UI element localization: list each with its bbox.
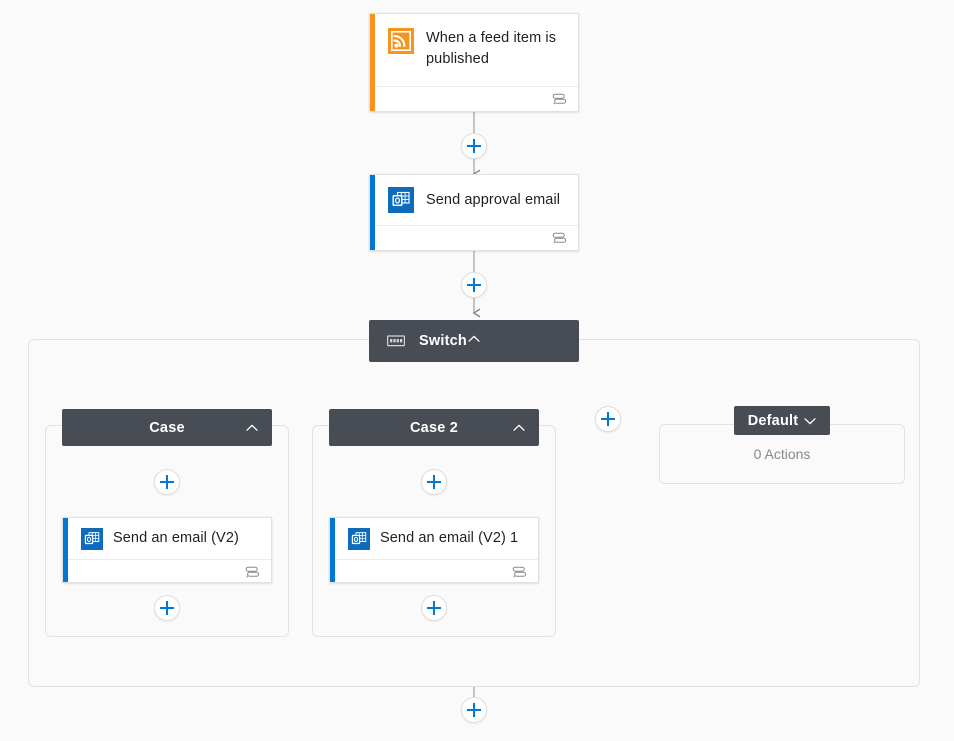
comment-icon[interactable] xyxy=(245,566,260,579)
add-case-button[interactable] xyxy=(595,406,621,432)
branch-label: Default xyxy=(747,412,799,429)
outlook-icon xyxy=(388,187,414,213)
action-accent-bar xyxy=(330,518,335,582)
rss-icon xyxy=(388,28,414,54)
action-title: Send approval email xyxy=(426,191,561,208)
action-card-send-an-email-v2-1[interactable]: Send an email (V2) 1 xyxy=(329,517,539,583)
outlook-icon xyxy=(348,527,370,550)
action-accent-bar xyxy=(370,175,375,250)
action-card-footer xyxy=(370,225,578,250)
add-step-after-trigger-button[interactable] xyxy=(461,133,487,159)
action-accent-bar xyxy=(63,518,68,582)
comment-icon[interactable] xyxy=(552,232,567,245)
trigger-accent-bar xyxy=(370,14,375,111)
switch-label: Switch xyxy=(419,333,467,349)
default-empty-actions-label: 0 Actions xyxy=(753,446,811,462)
action-title: Send an email (V2) xyxy=(113,530,239,546)
action-card-footer xyxy=(63,559,271,584)
branch-header-default[interactable]: Default xyxy=(734,406,830,435)
comment-icon[interactable] xyxy=(512,566,527,579)
chevron-down-icon[interactable] xyxy=(803,414,817,428)
trigger-title: When a feed item is published xyxy=(426,30,557,67)
add-step-case-2-top-button[interactable] xyxy=(421,469,447,495)
action-card-footer xyxy=(330,559,538,584)
add-step-case-top-button[interactable] xyxy=(154,469,180,495)
add-step-case-bottom-button[interactable] xyxy=(154,595,180,621)
action-card-send-an-email-v2[interactable]: Send an email (V2) xyxy=(62,517,272,583)
trigger-card-footer xyxy=(370,86,578,111)
chevron-up-icon[interactable] xyxy=(467,332,481,350)
trigger-card-when-a-feed-item-is-published[interactable]: When a feed item is published xyxy=(369,13,579,112)
action-card-header: Send an email (V2) xyxy=(63,518,271,559)
add-step-after-switch-button[interactable] xyxy=(461,697,487,723)
chevron-up-icon[interactable] xyxy=(245,421,259,435)
switch-header[interactable]: Switch xyxy=(369,320,579,362)
comment-icon[interactable] xyxy=(552,93,567,106)
action-card-header: Send an email (V2) 1 xyxy=(330,518,538,559)
action-card-header: Send approval email xyxy=(370,175,578,225)
branch-header-case[interactable]: Case xyxy=(62,409,272,446)
switch-icon xyxy=(387,334,405,348)
branch-label: Case 2 xyxy=(410,419,458,436)
add-step-after-send-approval-email-button[interactable] xyxy=(461,272,487,298)
action-title: Send an email (V2) 1 xyxy=(380,530,519,546)
add-step-case-2-bottom-button[interactable] xyxy=(421,595,447,621)
branch-label: Case xyxy=(149,419,185,436)
outlook-icon xyxy=(81,527,103,550)
trigger-card-header: When a feed item is published xyxy=(370,14,578,86)
action-card-send-approval-email[interactable]: Send approval email xyxy=(369,174,579,251)
chevron-up-icon[interactable] xyxy=(512,421,526,435)
branch-header-case-2[interactable]: Case 2 xyxy=(329,409,539,446)
